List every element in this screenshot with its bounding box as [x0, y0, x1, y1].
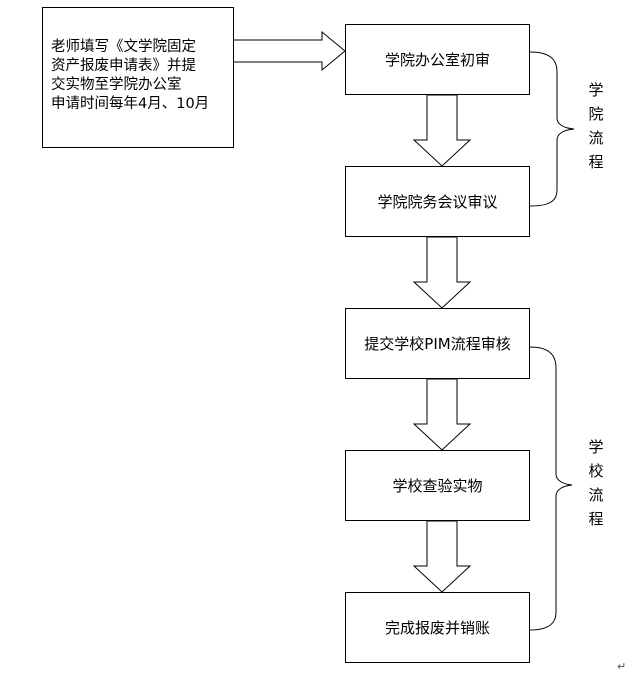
- group-label-char: 院: [588, 105, 604, 123]
- step-school-pim-review: 提交学校PIM流程审核: [345, 308, 530, 379]
- down-arrow-3: [412, 378, 472, 451]
- group-label-char: 学: [588, 438, 604, 456]
- step-college-office-review: 学院办公室初审: [345, 24, 530, 95]
- step-college-council-review: 学院院务会议审议: [345, 166, 530, 237]
- group-label-char: 流: [588, 486, 604, 504]
- school-process-label: 学校流程: [584, 435, 608, 531]
- input-line: 交实物至学院办公室: [51, 77, 182, 93]
- step-label: 学院办公室初审: [384, 51, 490, 69]
- step-label: 提交学校PIM流程审核: [364, 335, 511, 353]
- down-arrow-1: [412, 94, 472, 167]
- group-label-char: 校: [588, 462, 604, 480]
- college-bracket: [529, 51, 575, 207]
- input-text: 老师填写《文学院固定 资产报废申请表》并提 交实物至学院办公室 申请时间每年4月…: [51, 38, 209, 114]
- group-label-char: 流: [588, 129, 604, 147]
- application-input-box: 老师填写《文学院固定 资产报废申请表》并提 交实物至学院办公室 申请时间每年4月…: [42, 7, 234, 148]
- input-line: 申请时间每年4月、10月: [51, 96, 210, 112]
- down-arrow-4: [412, 520, 472, 593]
- input-line: 资产报废申请表》并提: [51, 58, 196, 74]
- step-label: 完成报废并销账: [384, 619, 490, 637]
- group-label-char: 程: [588, 510, 604, 528]
- paragraph-mark: ↵: [617, 660, 627, 673]
- group-label-char: 程: [588, 153, 604, 171]
- step-label: 学校查验实物: [392, 477, 483, 495]
- step-label: 学院院务会议审议: [377, 193, 498, 211]
- college-process-label: 学院流程: [584, 78, 608, 174]
- step-school-inspection: 学校查验实物: [345, 450, 530, 521]
- input-arrow: [232, 30, 346, 72]
- input-line: 老师填写《文学院固定: [51, 39, 196, 55]
- school-bracket: [529, 346, 573, 631]
- group-label-char: 学: [588, 81, 604, 99]
- step-complete-disposal: 完成报废并销账: [345, 592, 530, 663]
- down-arrow-2: [412, 236, 472, 309]
